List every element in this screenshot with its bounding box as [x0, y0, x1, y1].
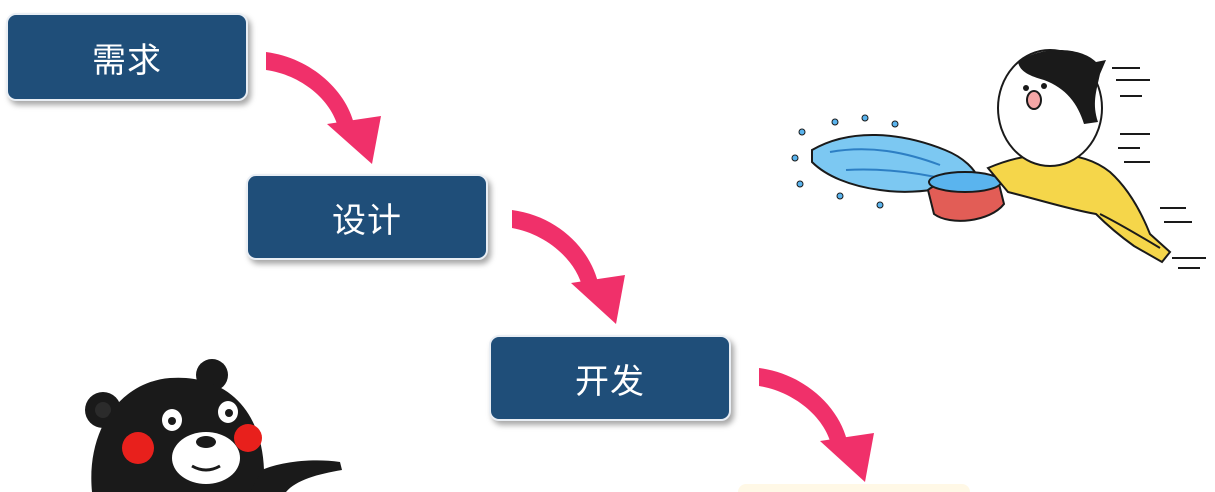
arrow-development-to-next [759, 368, 874, 482]
basin-icon [926, 171, 1006, 222]
step-label-design: 设计 [332, 200, 402, 241]
step-label-development: 开发 [575, 361, 645, 402]
step-box-development: 开发 [489, 335, 731, 421]
step-box-requirements: 需求 [6, 13, 248, 101]
step-box-next-partial [738, 484, 970, 492]
step-label-requirements: 需求 [92, 40, 162, 81]
cartoon-character-icon [986, 49, 1206, 269]
bear-icon [85, 359, 342, 492]
arrow-requirements-to-design [266, 52, 381, 164]
step-box-design: 设计 [246, 174, 488, 260]
arrow-design-to-development [512, 210, 625, 324]
